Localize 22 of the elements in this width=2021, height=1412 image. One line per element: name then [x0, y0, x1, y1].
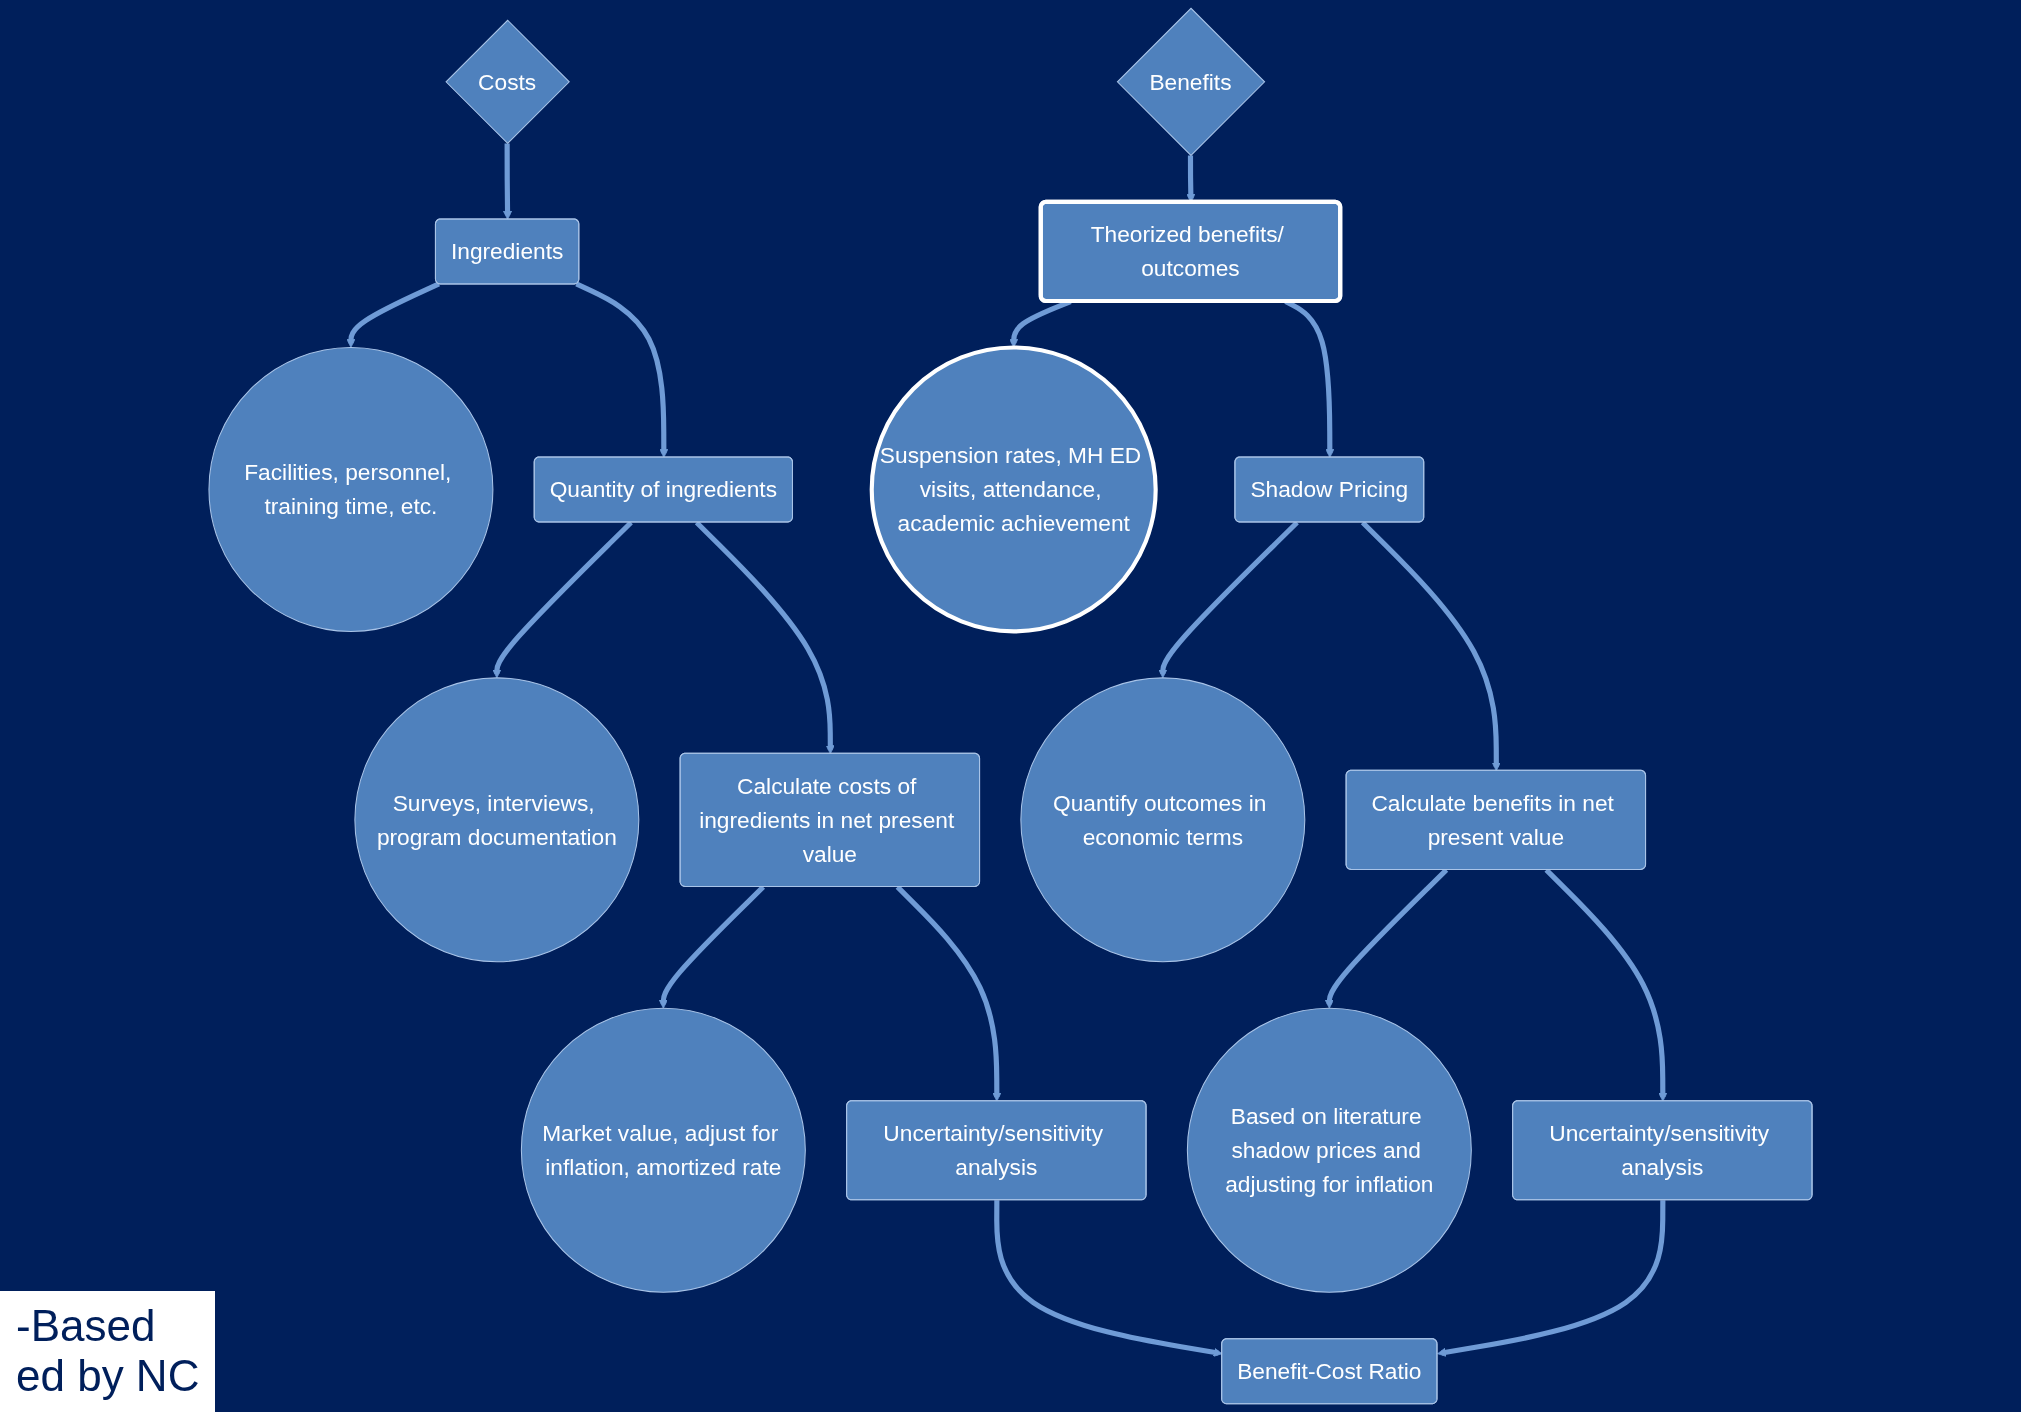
arrow: [694, 520, 835, 755]
note-text: -Based: [16, 1300, 157, 1352]
node-circle: Based on literature shadow prices and adjusting for inflation: [1186, 1007, 1472, 1293]
node-diamond: Benefits: [1116, 7, 1266, 157]
arrow: [1544, 868, 1668, 1102]
arrow: [346, 281, 440, 348]
node-circle: Market value, adjust for inflation, amortized rate: [520, 1007, 806, 1293]
arrow: [1158, 520, 1299, 679]
arrow: [658, 885, 766, 1009]
arrow: [492, 520, 633, 679]
node-diamond: Costs: [445, 19, 570, 145]
node-circle: Facilities, personnel, training time, etc.: [208, 346, 494, 632]
note-text: ed by NC: [16, 1351, 200, 1402]
arrow: [575, 281, 669, 458]
node-circle: Suspension rates, MH ED visits, attendance, academic achievement: [869, 345, 1158, 634]
arrow: [895, 885, 1002, 1102]
arrow: [1360, 520, 1501, 772]
arrow: [1324, 868, 1449, 1009]
node-circle: Surveys, interviews, program documentation: [354, 677, 640, 963]
arrow: [503, 143, 513, 220]
arrow: [1437, 1200, 1666, 1357]
node-circle: Quantify outcomes in economic terms: [1020, 677, 1306, 963]
